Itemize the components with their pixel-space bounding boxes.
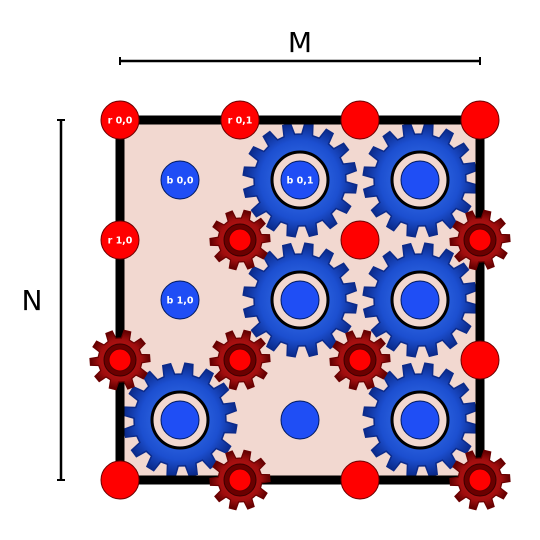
red-gear-hub	[348, 348, 372, 372]
blue-circle	[160, 280, 200, 320]
blue-gear-node	[122, 362, 238, 478]
red-gear-node	[449, 209, 511, 271]
red-circle-node	[100, 460, 140, 500]
red-circle	[460, 340, 500, 380]
red-gear-node	[329, 329, 391, 391]
blue-gear-node	[242, 242, 358, 358]
blue-gear-hub	[160, 400, 200, 440]
red-gear-hub	[228, 468, 252, 492]
red-circle-node	[340, 460, 380, 500]
blue-label: b 0,0	[167, 176, 194, 187]
board-border	[115, 115, 485, 485]
blue-gear-node	[362, 362, 478, 478]
blue-circle-node	[280, 400, 320, 440]
red-gear-node	[449, 449, 511, 511]
red-node-layer: r 0,0 r 0,1 r 1,0	[89, 100, 511, 511]
red-label: r 0,0	[108, 116, 133, 127]
red-circle-node: r 1,0	[100, 220, 140, 260]
height-dimension: N	[22, 119, 65, 481]
red-circle	[340, 100, 380, 140]
red-circle	[340, 460, 380, 500]
red-circle-node: r 0,1	[220, 100, 260, 140]
red-circle	[100, 460, 140, 500]
red-gear-hub	[108, 348, 132, 372]
blue-gear-hub	[280, 280, 320, 320]
red-gear-hub	[468, 228, 492, 252]
red-circle	[100, 100, 140, 140]
width-label: M	[288, 26, 312, 59]
red-circle-node	[340, 220, 380, 260]
red-circle	[220, 100, 260, 140]
red-gear-node	[89, 329, 151, 391]
red-circle	[460, 100, 500, 140]
blue-gear-hub	[400, 400, 440, 440]
blue-circle	[280, 400, 320, 440]
blue-gear-node	[362, 122, 478, 238]
blue-label: b 1,0	[167, 296, 194, 307]
red-gear-node	[209, 329, 271, 391]
blue-gear-hub	[280, 160, 320, 200]
blue-label: b 0,1	[287, 176, 314, 187]
red-circle	[100, 220, 140, 260]
height-label: N	[22, 284, 43, 317]
blue-circle-node: b 0,0	[160, 160, 200, 200]
red-circle-node	[460, 340, 500, 380]
blue-circle	[160, 160, 200, 200]
width-dimension: M	[119, 26, 481, 65]
blue-gear-node: b 0,1	[242, 122, 358, 238]
blue-node-layer: b 0,0 b 0,1 b 1,0	[122, 122, 478, 478]
red-gear-hub	[228, 348, 252, 372]
red-circle	[340, 220, 380, 260]
blue-gear-node	[362, 242, 478, 358]
red-circle-node	[460, 100, 500, 140]
blue-gear-hub	[400, 160, 440, 200]
blue-gear-hub	[400, 280, 440, 320]
blue-circle-node: b 1,0	[160, 280, 200, 320]
red-label: r 0,1	[228, 116, 253, 127]
red-gear-node	[209, 449, 271, 511]
red-circle-node	[340, 100, 380, 140]
red-gear-node	[209, 209, 271, 271]
red-label: r 1,0	[108, 236, 133, 247]
red-gear-hub	[468, 468, 492, 492]
red-gear-hub	[228, 228, 252, 252]
red-circle-node: r 0,0	[100, 100, 140, 140]
